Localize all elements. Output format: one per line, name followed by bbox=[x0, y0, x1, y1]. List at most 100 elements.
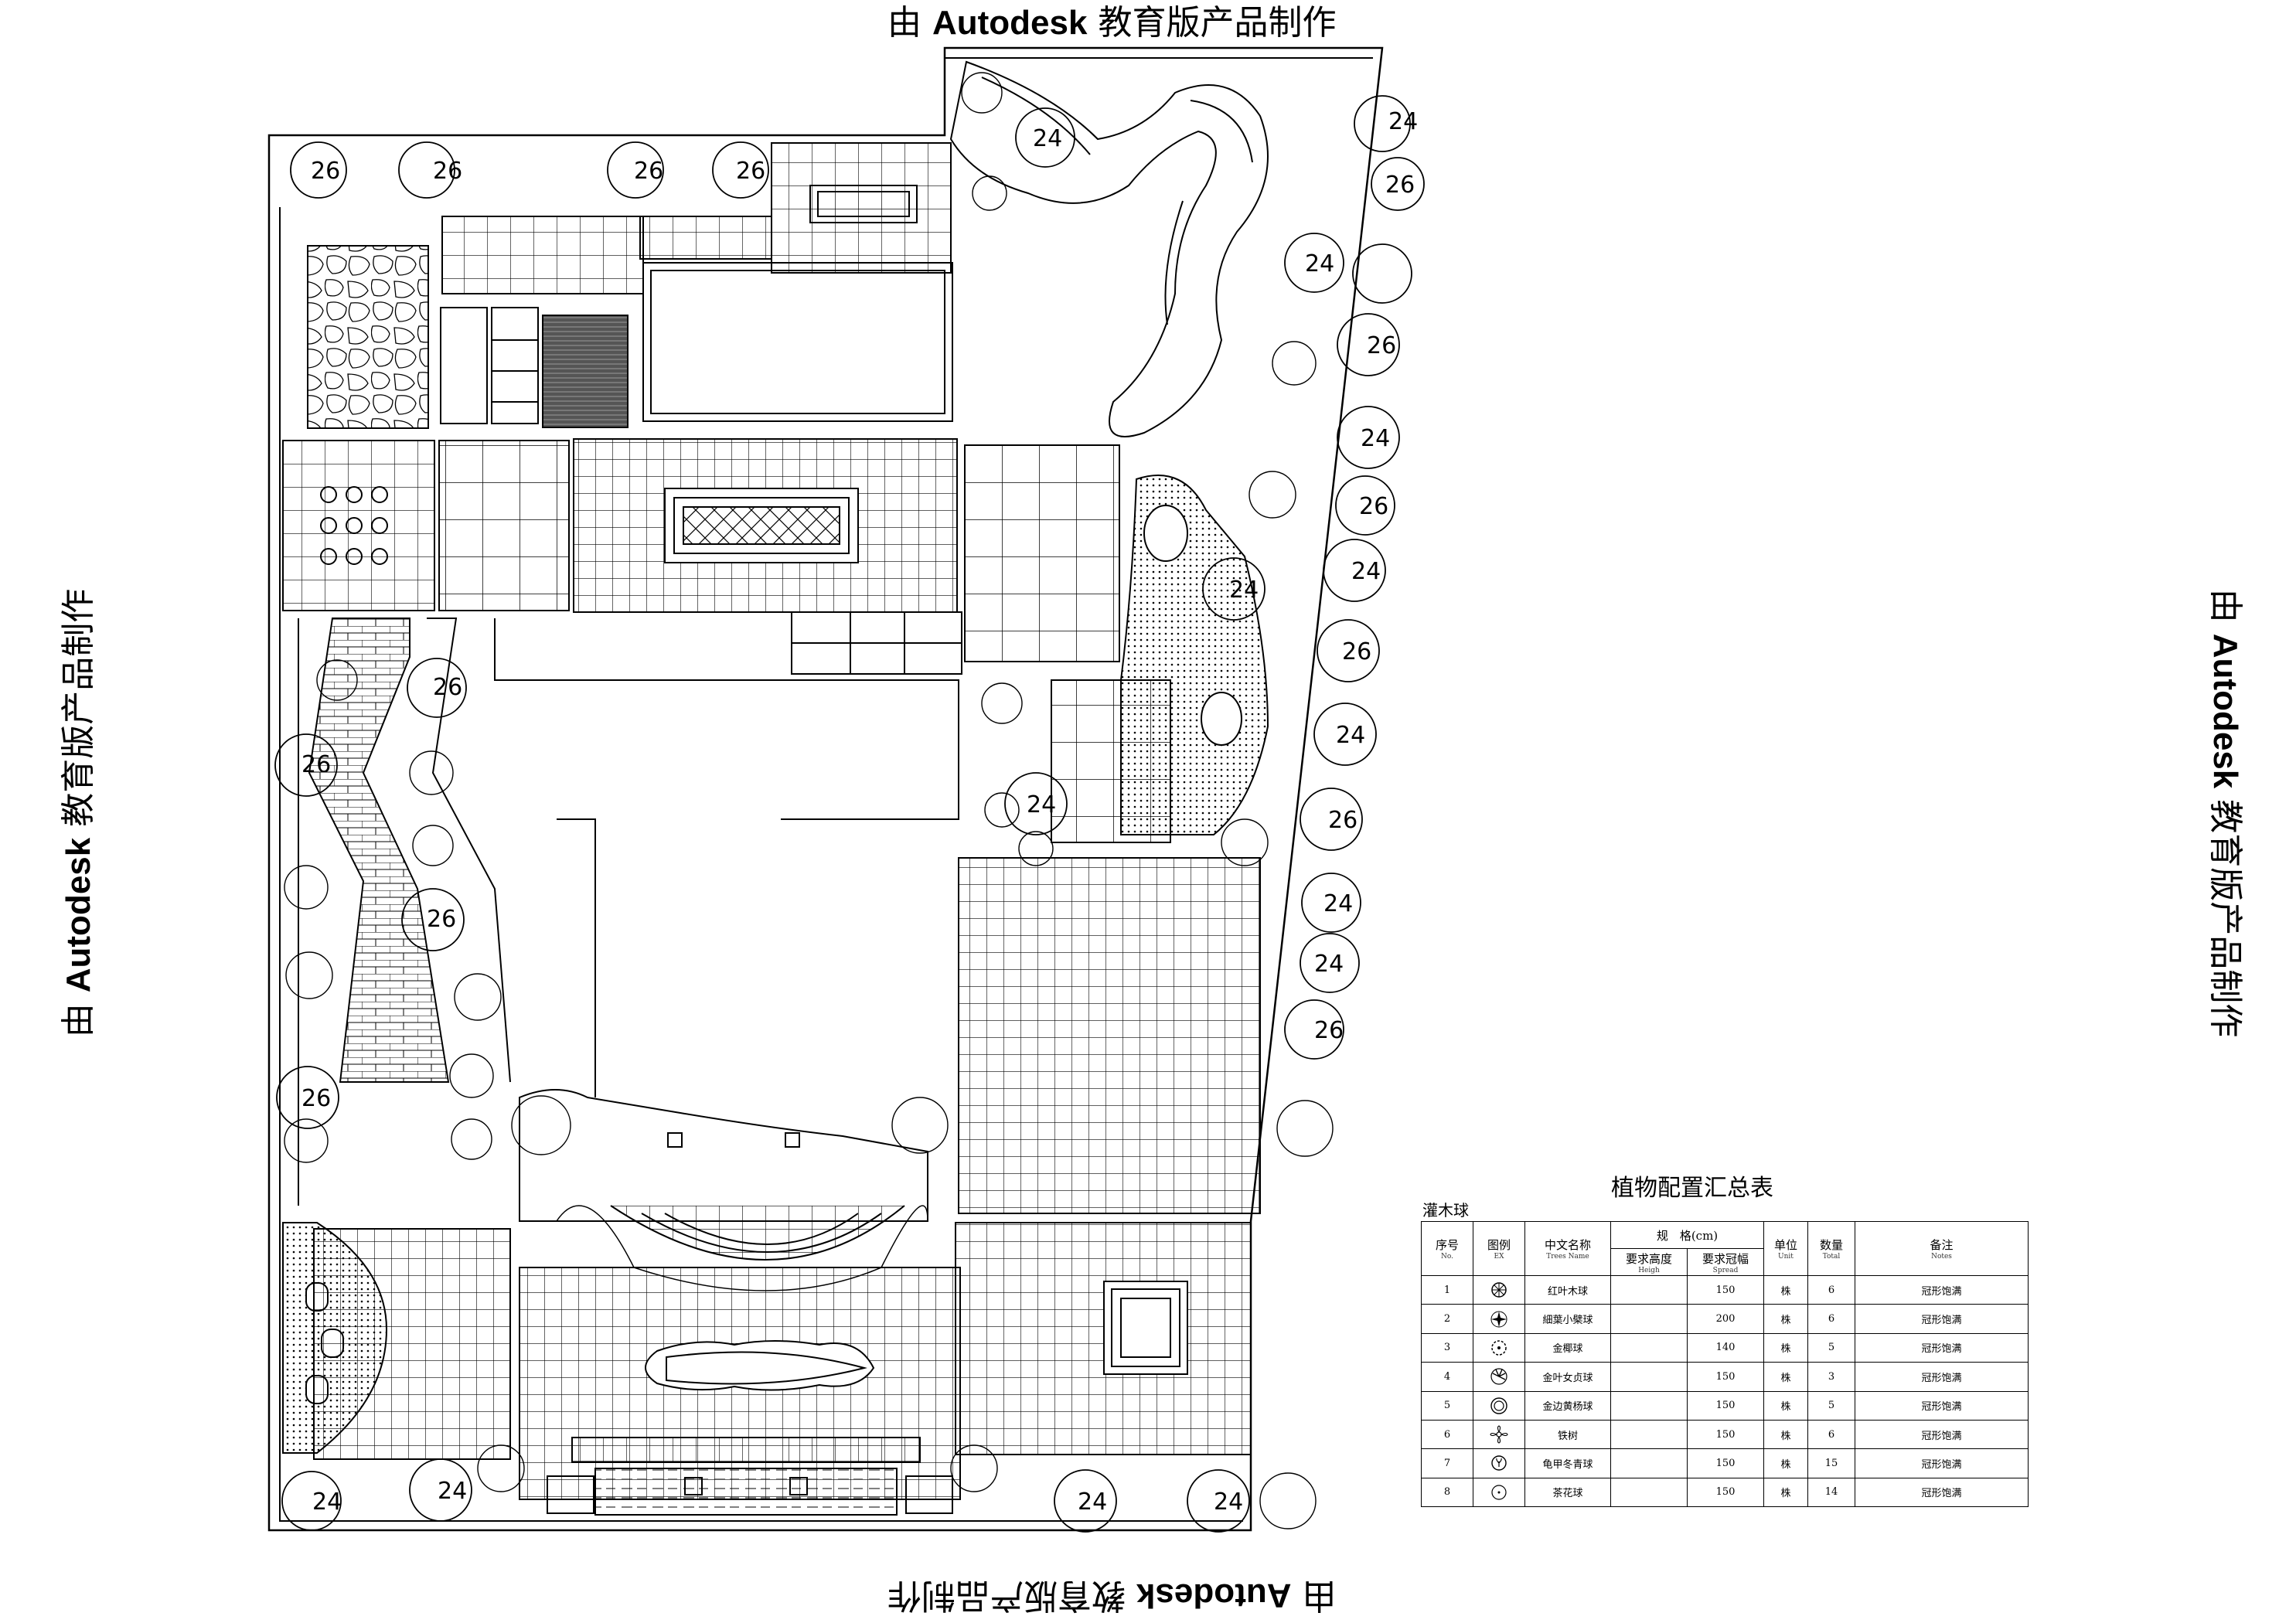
watermark-top: 由 Autodesk 教育版产品制作 bbox=[887, 3, 1337, 43]
hatched-circle-icon bbox=[1490, 1282, 1508, 1298]
tree-label: 26 bbox=[433, 674, 463, 701]
tree-label: 24 bbox=[1388, 108, 1419, 135]
cell-unit: 株 bbox=[1763, 1332, 1808, 1363]
tree-label: 24 bbox=[1078, 1489, 1108, 1516]
cell-legend bbox=[1473, 1304, 1525, 1334]
cell-spread: 150 bbox=[1687, 1274, 1764, 1305]
cell-name: 金边黄杨球 bbox=[1524, 1390, 1611, 1421]
cell-unit: 株 bbox=[1763, 1274, 1808, 1305]
cell-qty: 5 bbox=[1807, 1332, 1855, 1363]
sprout-circle-icon bbox=[1490, 1455, 1508, 1472]
cell-name: 金椰球 bbox=[1524, 1332, 1611, 1363]
cell-height bbox=[1610, 1419, 1688, 1450]
tree-label: 24 bbox=[1361, 425, 1391, 452]
cell-no: 7 bbox=[1421, 1448, 1473, 1478]
cell-height bbox=[1610, 1448, 1688, 1478]
cell-name: 金叶女贞球 bbox=[1524, 1362, 1611, 1392]
cell-height bbox=[1610, 1274, 1688, 1305]
cell-height bbox=[1610, 1304, 1688, 1334]
cell-unit: 株 bbox=[1763, 1362, 1808, 1392]
dot-circle-icon bbox=[1490, 1340, 1508, 1356]
tree-label: 26 bbox=[736, 158, 766, 185]
cell-unit: 株 bbox=[1763, 1304, 1808, 1334]
tree-label: 24 bbox=[1336, 722, 1366, 749]
tree-label: 26 bbox=[1342, 638, 1372, 665]
tree-label: 24 bbox=[1314, 951, 1344, 978]
flower-icon bbox=[1490, 1425, 1508, 1444]
cell-name: 红叶木球 bbox=[1524, 1274, 1611, 1305]
cell-notes: 冠形饱满 bbox=[1855, 1332, 2029, 1363]
cell-qty: 6 bbox=[1807, 1419, 1855, 1450]
cell-notes: 冠形饱满 bbox=[1855, 1274, 2029, 1305]
tree-label: 26 bbox=[301, 751, 332, 778]
cell-notes: 冠形饱满 bbox=[1855, 1419, 2029, 1450]
cell-height bbox=[1610, 1332, 1688, 1363]
cell-no: 6 bbox=[1421, 1419, 1473, 1450]
dashed-circle-icon bbox=[1490, 1485, 1508, 1500]
cell-no: 4 bbox=[1421, 1362, 1473, 1392]
cell-spread: 200 bbox=[1687, 1304, 1764, 1334]
cell-name: 龟甲冬青球 bbox=[1524, 1448, 1611, 1478]
cell-no: 8 bbox=[1421, 1477, 1473, 1508]
cell-legend bbox=[1473, 1332, 1525, 1363]
star-burst-icon bbox=[1490, 1311, 1508, 1328]
tree-label: 26 bbox=[634, 158, 664, 185]
cell-spread: 150 bbox=[1687, 1390, 1764, 1421]
tree-label: 26 bbox=[433, 158, 463, 185]
cell-spread: 150 bbox=[1687, 1419, 1764, 1450]
tree-label: 24 bbox=[1305, 250, 1335, 277]
tree-label: 24 bbox=[1027, 791, 1057, 818]
tree-label: 26 bbox=[1328, 807, 1358, 834]
cell-height bbox=[1610, 1362, 1688, 1392]
cell-legend bbox=[1473, 1477, 1525, 1508]
tree-label: 26 bbox=[1367, 332, 1397, 359]
tree-label: 26 bbox=[301, 1085, 332, 1112]
tree-label: 24 bbox=[1323, 890, 1354, 917]
cell-spread: 140 bbox=[1687, 1332, 1764, 1363]
cell-no: 5 bbox=[1421, 1390, 1473, 1421]
cell-legend bbox=[1473, 1448, 1525, 1478]
cell-unit: 株 bbox=[1763, 1477, 1808, 1508]
cell-unit: 株 bbox=[1763, 1419, 1808, 1450]
tree-label: 26 bbox=[1314, 1017, 1344, 1044]
shrub-symbol-group bbox=[284, 72, 1334, 1529]
tree-label: 26 bbox=[1359, 493, 1389, 520]
cell-name: 铁树 bbox=[1524, 1419, 1611, 1450]
cell-legend bbox=[1473, 1362, 1525, 1392]
tree-label: 24 bbox=[312, 1489, 342, 1516]
cell-qty: 14 bbox=[1807, 1477, 1855, 1508]
tree-label: 26 bbox=[1385, 172, 1415, 199]
cell-notes: 冠形饱满 bbox=[1855, 1304, 2029, 1334]
tree-label: 26 bbox=[427, 906, 457, 933]
cell-qty: 3 bbox=[1807, 1362, 1855, 1392]
patio-chairs-group bbox=[320, 486, 388, 565]
palm-circle-icon bbox=[1490, 1368, 1508, 1385]
cell-spread: 150 bbox=[1687, 1448, 1764, 1478]
cell-unit: 株 bbox=[1763, 1448, 1808, 1478]
cell-no: 2 bbox=[1421, 1304, 1473, 1334]
tree-label: 26 bbox=[311, 158, 341, 185]
cell-notes: 冠形饱满 bbox=[1855, 1477, 2029, 1508]
double-circle-icon bbox=[1490, 1397, 1508, 1414]
tree-label: 24 bbox=[1033, 125, 1063, 152]
cell-notes: 冠形饱满 bbox=[1855, 1390, 2029, 1421]
cell-height bbox=[1610, 1390, 1688, 1421]
cell-legend bbox=[1473, 1390, 1525, 1421]
tree-label: 24 bbox=[1229, 577, 1259, 604]
cell-legend bbox=[1473, 1274, 1525, 1305]
plant-table-title: 植物配置汇总表 bbox=[1611, 1175, 1773, 1202]
cell-legend bbox=[1473, 1419, 1525, 1450]
tree-label: 24 bbox=[1214, 1489, 1244, 1516]
cell-qty: 6 bbox=[1807, 1304, 1855, 1334]
cell-height bbox=[1610, 1477, 1688, 1508]
